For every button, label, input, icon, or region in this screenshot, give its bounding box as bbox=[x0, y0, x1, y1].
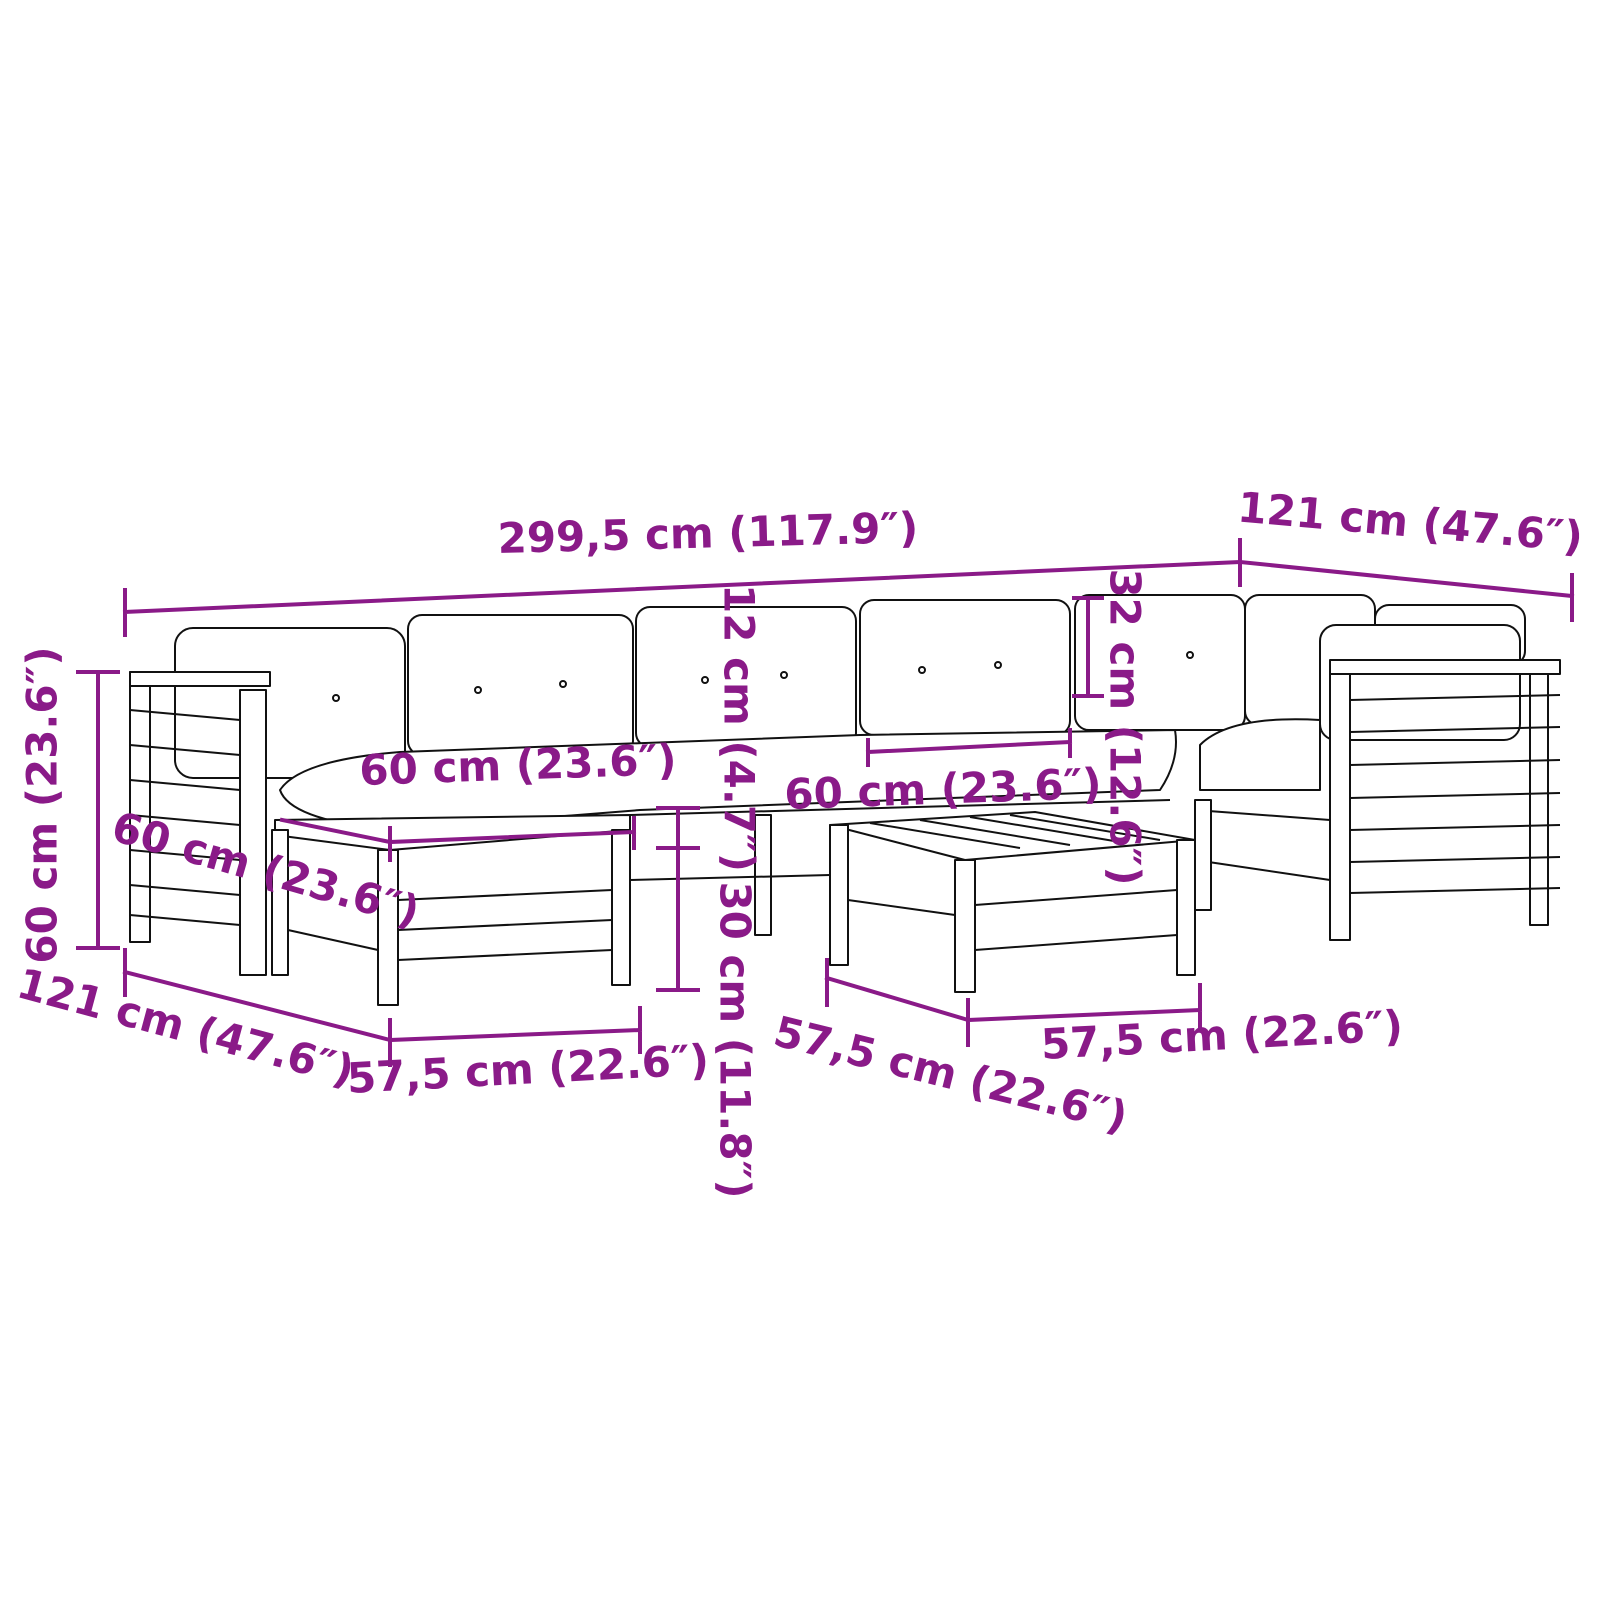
label-height: 60 cm (23.6″) bbox=[18, 646, 67, 963]
sofa-set-drawing bbox=[129, 594, 1561, 1006]
dimension-lines bbox=[76, 538, 1575, 1067]
left-ottoman-frame bbox=[271, 814, 631, 1006]
dimension-line-seat-heights bbox=[656, 806, 700, 992]
label-total-width: 299,5 cm (117.9″) bbox=[497, 503, 919, 563]
left-corner-frame bbox=[129, 671, 271, 976]
label-back-cushion-height: 32 cm (12.6″) bbox=[1101, 568, 1150, 885]
seat-cushions bbox=[279, 718, 1321, 831]
label-table-width: 57,5 cm (22.6″) bbox=[1040, 1001, 1404, 1069]
dimension-line-corner-depth-right bbox=[1237, 559, 1575, 622]
label-seat-cushion-thickness: 12 cm (4.7″) bbox=[715, 584, 764, 872]
dimension-line-ottoman-width-bottom bbox=[387, 1006, 643, 1054]
dimension-line-height bbox=[76, 670, 120, 950]
right-corner-frame bbox=[1194, 659, 1561, 941]
label-ottoman-width-top: 60 cm (23.6″) bbox=[359, 735, 678, 795]
dimension-line-table bbox=[824, 958, 1203, 1047]
label-ottoman-width-bottom: 57,5 cm (22.6″) bbox=[346, 1035, 710, 1103]
coffee-table bbox=[829, 811, 1196, 993]
label-seat-width-middle: 60 cm (23.6″) bbox=[784, 759, 1103, 819]
label-corner-depth-right: 121 cm (47.6″) bbox=[1236, 483, 1585, 562]
middle-sofa-frame bbox=[629, 799, 1171, 936]
dimension-line-ottoman-top bbox=[279, 816, 637, 862]
dimension-line-back-cushion-height bbox=[1072, 596, 1104, 698]
dimension-line-seat-width-middle bbox=[865, 728, 1073, 767]
dimension-line-corner-depth-left bbox=[122, 948, 393, 1067]
label-seat-height: 30 cm (11.8″) bbox=[711, 881, 760, 1198]
label-corner-depth-left: 121 cm (47.6″) bbox=[12, 959, 359, 1096]
